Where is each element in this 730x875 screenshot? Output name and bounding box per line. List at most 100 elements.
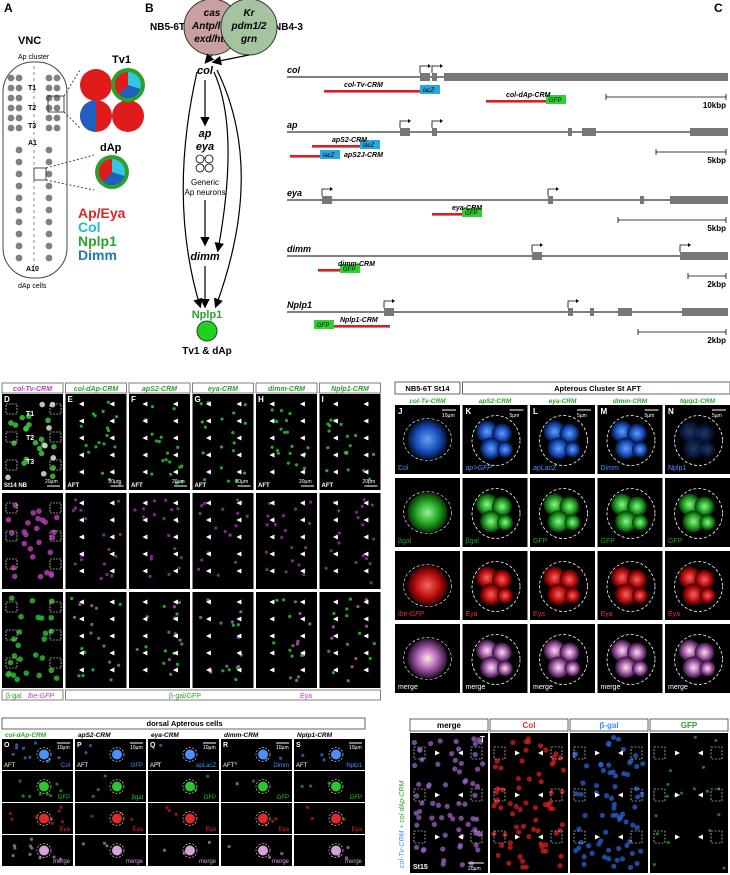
image-tile	[221, 739, 292, 770]
cell-signal	[94, 606, 99, 610]
cell-signal	[45, 417, 51, 424]
cell-signal	[5, 474, 11, 481]
cell-signal	[616, 845, 622, 852]
vnc-cell	[7, 74, 15, 82]
cell-signal	[576, 826, 582, 832]
tss-arrowhead	[408, 119, 411, 123]
arrowhead-icon	[236, 517, 242, 523]
cell-signal	[294, 463, 299, 467]
cell-signal	[28, 852, 32, 856]
dashed-box	[49, 502, 62, 514]
column-header: merge	[437, 721, 462, 730]
arrowhead-icon	[332, 435, 338, 441]
cell-signal	[417, 808, 423, 815]
cell-signal	[25, 413, 32, 420]
cell-signal	[699, 587, 716, 604]
panel-letter: N	[668, 407, 674, 416]
vnc-cell	[7, 94, 15, 102]
cell-signal	[48, 572, 55, 579]
dashed-outline	[182, 811, 198, 826]
cell-signal	[362, 468, 366, 473]
arrowhead-icon	[515, 792, 520, 798]
bottom-label-lbe: lbe-GFP	[28, 693, 54, 700]
arrowhead-icon	[142, 650, 148, 656]
cell-signal	[14, 746, 19, 750]
scale-label: 20µm	[468, 866, 481, 872]
cell-signal	[708, 829, 712, 833]
cell-signal	[50, 821, 54, 826]
dashed-outline	[328, 747, 344, 762]
arrowhead-icon	[172, 551, 178, 557]
dap-cell-signal	[39, 813, 49, 824]
cell-signal	[611, 805, 617, 811]
cell-signal	[305, 805, 310, 810]
arrowhead-icon	[269, 650, 275, 656]
cell-signal	[283, 528, 287, 533]
cell-signal	[270, 819, 275, 823]
exon	[582, 128, 596, 136]
arrowhead-icon	[269, 418, 275, 424]
panel-letter: Q	[150, 742, 156, 749]
cell-signal	[559, 423, 580, 444]
stage-label: AFT	[150, 763, 162, 769]
tf-cas: cas	[204, 8, 221, 19]
cell-signal	[227, 844, 231, 849]
cell-signal	[232, 441, 236, 445]
cell-signal	[367, 477, 372, 481]
cell-signal	[619, 856, 626, 862]
cell-signal	[28, 755, 32, 759]
arrowhead-icon	[299, 599, 305, 605]
tss-arrow	[419, 65, 428, 73]
side-label: col-Tv-CRM + col-dAp-CRM	[399, 781, 406, 868]
cell-signal	[302, 572, 306, 577]
cell-signal	[293, 600, 298, 604]
crm-label: col-dAp-CRM	[506, 92, 550, 99]
cell-signal	[578, 791, 584, 798]
nplp1-cell	[196, 320, 218, 342]
cell-signal	[458, 815, 464, 821]
cell-signal	[48, 614, 55, 621]
cell-signal	[559, 496, 580, 517]
cell-signal	[162, 661, 166, 665]
cell-signal	[84, 517, 88, 521]
segment-label-a10: A10	[26, 266, 39, 273]
cell-signal	[627, 864, 634, 871]
arrowhead-icon	[172, 633, 178, 639]
cell-signal	[692, 787, 696, 791]
scale-label: 10µm	[276, 745, 289, 751]
cell-signal	[517, 806, 523, 813]
arrowhead-icon	[109, 534, 115, 540]
dap-cell-signal	[331, 845, 341, 856]
cell-signal	[543, 566, 566, 589]
arrowhead-icon	[109, 633, 115, 639]
dashed-box	[5, 530, 18, 542]
cell-signal	[113, 445, 117, 449]
cell-signal	[551, 759, 557, 765]
cell-signal	[6, 670, 12, 677]
cell-signal	[492, 642, 512, 663]
cell-signal	[441, 858, 447, 864]
stage-label: AFT	[131, 483, 143, 489]
cell-signal	[228, 533, 232, 537]
cell-signal	[110, 574, 114, 578]
arrowhead-icon	[269, 469, 275, 475]
vnc-cell	[53, 74, 61, 82]
dap-cell-signal	[258, 781, 268, 792]
cell-signal	[107, 428, 111, 433]
arrowhead-icon	[363, 418, 369, 424]
arrowhead-icon	[236, 551, 242, 557]
channel-label: Nplp1	[346, 763, 362, 769]
cell-signal	[167, 809, 172, 813]
cell-signal	[178, 465, 182, 469]
cell-signal	[526, 776, 532, 782]
cell-signal	[152, 499, 157, 503]
arrowhead-icon	[515, 750, 520, 756]
scale-label: 5kbp	[707, 156, 726, 165]
cell-signal	[526, 739, 532, 745]
dashed-box	[5, 657, 18, 669]
cell-signal	[83, 650, 87, 654]
arrowhead-icon	[205, 500, 211, 506]
image-tile	[75, 771, 146, 802]
cell-signal	[456, 800, 462, 807]
